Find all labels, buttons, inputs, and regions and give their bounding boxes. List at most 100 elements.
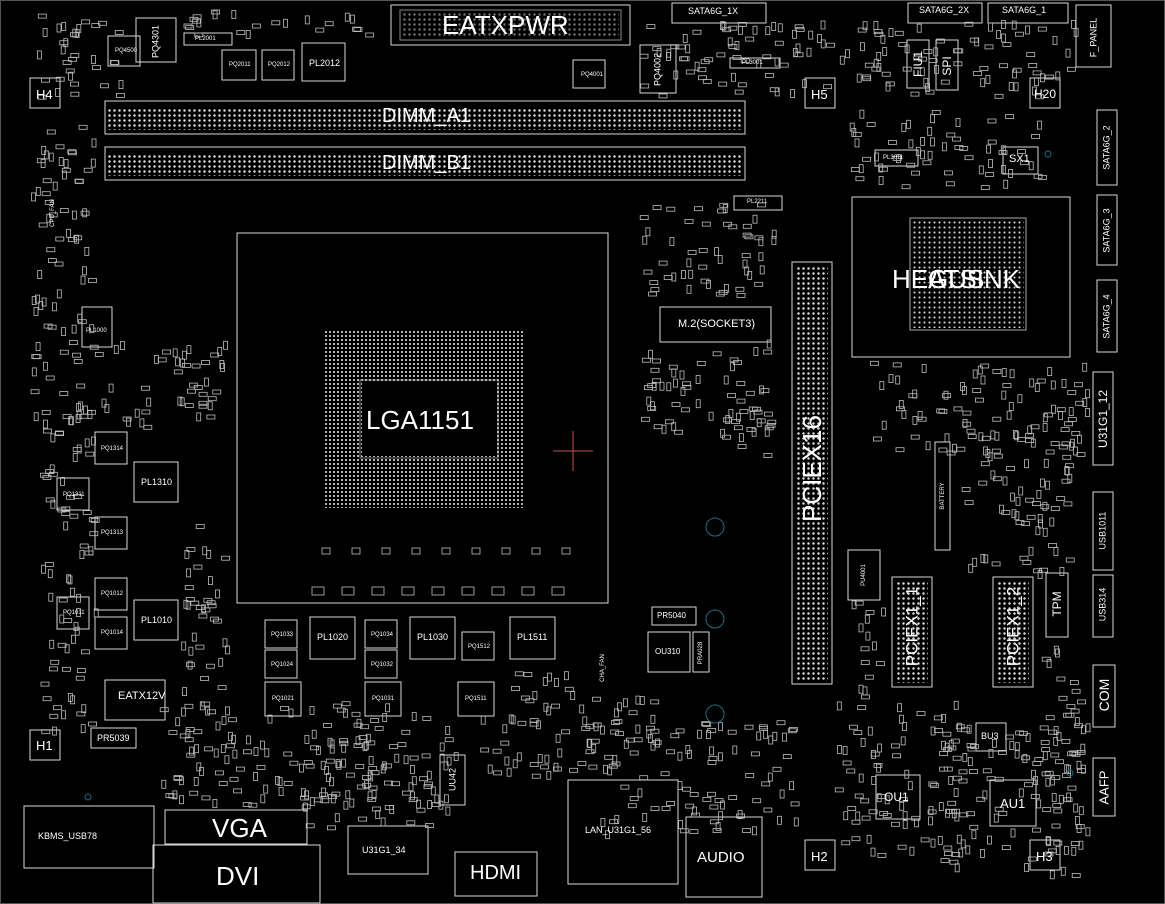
smd-pad — [54, 261, 64, 267]
smd-pad — [1045, 777, 1051, 787]
smd-pad — [689, 829, 699, 834]
smd-pad — [939, 751, 948, 756]
smd-pad — [1050, 441, 1060, 446]
smd-pad — [1031, 769, 1036, 779]
smd-pad — [182, 687, 188, 696]
smd-pad — [858, 684, 864, 694]
smd-pad — [930, 726, 936, 736]
part-pq1511-label: PQ1511 — [465, 696, 487, 702]
smd-pad — [72, 210, 77, 220]
smd-pad — [66, 574, 71, 584]
smd-pad — [911, 815, 921, 821]
smd-pad — [953, 788, 959, 797]
smd-pad — [1062, 454, 1072, 460]
smd-pad — [941, 714, 946, 723]
pciex1-2-label: PCIEX1_2 — [1003, 586, 1023, 667]
smd-pad — [718, 722, 723, 732]
smd-pad — [719, 202, 729, 208]
smd-pad — [46, 213, 52, 223]
smd-pad — [360, 724, 369, 730]
smd-pad — [43, 150, 49, 160]
smd-pad — [808, 30, 814, 40]
smd-pad — [1056, 731, 1062, 741]
smd-pad — [212, 389, 222, 395]
smd-pad — [677, 751, 683, 761]
smd-pad — [362, 742, 368, 752]
part-pq2011-label: PQ2011 — [229, 62, 251, 68]
smd-pad — [73, 358, 83, 364]
smd-pad — [382, 763, 392, 769]
smd-pad — [1041, 771, 1051, 777]
smd-pad — [991, 448, 1001, 454]
smd-pad — [856, 73, 862, 83]
hole-h5-label: H5 — [811, 87, 828, 102]
smd-pad — [1040, 504, 1050, 510]
smd-pad — [341, 758, 347, 768]
smd-pad — [666, 206, 676, 212]
smd-pad — [1010, 828, 1016, 838]
smd-pad — [777, 23, 783, 33]
smd-pad — [790, 801, 800, 807]
smd-pad — [1010, 492, 1015, 502]
smd-pad — [198, 391, 208, 397]
smd-pad — [759, 265, 765, 275]
smd-pad — [677, 781, 683, 790]
smd-pad — [453, 752, 459, 761]
smd-pad — [862, 156, 871, 162]
smd-pad — [126, 417, 131, 427]
smd-pad — [323, 723, 332, 728]
smd-pad — [367, 772, 373, 782]
smd-pad — [671, 368, 677, 378]
smd-pad — [492, 748, 502, 754]
smd-pad — [521, 695, 530, 701]
smd-pad — [88, 517, 98, 522]
smd-pad — [1059, 567, 1065, 576]
smd-pad — [311, 586, 325, 596]
smd-pad — [709, 819, 719, 825]
smd-pad — [185, 597, 195, 602]
smd-pad — [1042, 423, 1048, 432]
smd-pad — [908, 139, 914, 149]
smd-pad — [184, 703, 194, 709]
smd-pad — [952, 755, 962, 761]
smd-pad — [876, 763, 881, 773]
smd-pad — [446, 756, 452, 766]
smd-pad — [984, 44, 994, 50]
smd-pad — [928, 806, 934, 815]
smd-pad — [727, 37, 733, 47]
smd-pad — [391, 781, 401, 787]
smd-pad — [923, 77, 929, 87]
smd-pad — [891, 743, 900, 749]
smd-pad — [871, 776, 877, 785]
smd-pad — [671, 272, 677, 282]
u31g1-34-label: U31G1_34 — [362, 845, 406, 855]
smd-pad — [1050, 506, 1060, 512]
smd-pad — [994, 93, 1004, 99]
smd-pad — [874, 152, 879, 162]
smd-pad — [611, 761, 621, 767]
part-pq2012-label: PQ2012 — [268, 62, 291, 68]
smd-pad — [74, 178, 84, 184]
smd-pad — [408, 782, 414, 792]
smd-pad — [694, 206, 703, 212]
smd-pad — [936, 38, 945, 44]
smd-pad — [91, 55, 96, 64]
smd-pad — [970, 744, 979, 749]
smd-pad — [1040, 740, 1050, 745]
smd-pad — [709, 746, 714, 756]
pciex1-2-pins — [997, 581, 1029, 683]
smd-pad — [718, 289, 728, 295]
smd-pad — [927, 150, 933, 160]
smd-pad — [1082, 362, 1088, 372]
smd-pad — [876, 793, 882, 803]
smd-pad — [194, 32, 204, 38]
smd-pad — [1065, 48, 1071, 58]
smd-pad — [89, 324, 95, 334]
smd-pad — [826, 42, 835, 48]
smd-pad — [1055, 759, 1064, 765]
spi-label: SPI — [940, 56, 954, 76]
smd-pad — [1058, 695, 1068, 701]
inductor-pl2211-label: PL2211 — [747, 199, 768, 205]
smd-pad — [207, 576, 213, 585]
smd-pad — [855, 811, 861, 821]
